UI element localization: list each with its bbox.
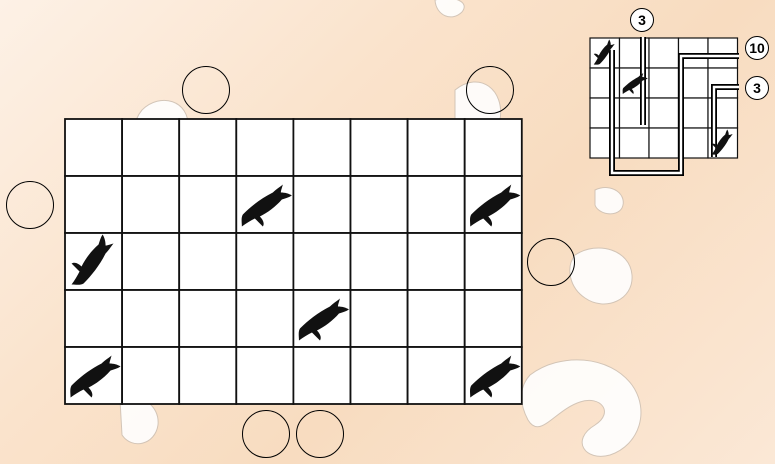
puzzle-grid[interactable] (64, 118, 524, 408)
grid-cell-r1-c1[interactable] (122, 176, 179, 233)
grid-cell-r0-c2[interactable] (179, 119, 236, 176)
grid-cell-r1-c6[interactable] (408, 176, 465, 233)
example-clue-top: 3 (630, 8, 654, 32)
clue-right-row2[interactable] (527, 238, 575, 286)
grid-cell-r2-c7[interactable] (465, 233, 522, 290)
example-cell-r3-c2 (649, 128, 679, 158)
grid-cell-r3-c6[interactable] (408, 290, 465, 347)
grid-cell-r0-c0[interactable] (65, 119, 122, 176)
clue-bottom-col3[interactable] (242, 410, 290, 458)
grid-cell-r4-c5[interactable] (351, 347, 408, 404)
example-grid (589, 37, 739, 197)
grid-cell-r0-c4[interactable] (293, 119, 350, 176)
grid-cell-r3-c0[interactable] (65, 290, 122, 347)
grid-cell-r1-c4[interactable] (293, 176, 350, 233)
grid-cell-r0-c5[interactable] (351, 119, 408, 176)
example-cell-r0-c2 (649, 38, 679, 68)
clue-top-col7[interactable] (466, 66, 514, 114)
grid-cell-r2-c1[interactable] (122, 233, 179, 290)
grid-cell-r0-c6[interactable] (408, 119, 465, 176)
grid-cell-r2-c4[interactable] (293, 233, 350, 290)
grid-cell-r0-c7[interactable] (465, 119, 522, 176)
grid-cell-r0-c1[interactable] (122, 119, 179, 176)
example-cell-r1-c0 (590, 68, 620, 98)
grid-cell-r3-c5[interactable] (351, 290, 408, 347)
example-cell-r2-c0 (590, 98, 620, 128)
grid-cell-r4-c3[interactable] (236, 347, 293, 404)
example-clue-right-row0: 10 (745, 36, 769, 60)
grid-cell-r3-c3[interactable] (236, 290, 293, 347)
example-clue-right-row1: 3 (745, 76, 769, 100)
grid-cell-r1-c0[interactable] (65, 176, 122, 233)
example-cell-r1-c2 (649, 68, 679, 98)
grid-cell-r3-c2[interactable] (179, 290, 236, 347)
grid-cell-r2-c2[interactable] (179, 233, 236, 290)
grid-cell-r2-c3[interactable] (236, 233, 293, 290)
grid-cell-r2-c5[interactable] (351, 233, 408, 290)
grid-cell-r4-c6[interactable] (408, 347, 465, 404)
grid-cell-r4-c1[interactable] (122, 347, 179, 404)
example-cell-r3-c0 (590, 128, 620, 158)
grid-cell-r4-c2[interactable] (179, 347, 236, 404)
clue-top-col2[interactable] (182, 66, 230, 114)
example-cell-r2-c2 (649, 98, 679, 128)
grid-cell-r1-c5[interactable] (351, 176, 408, 233)
grid-cell-r0-c3[interactable] (236, 119, 293, 176)
clue-bottom-col4[interactable] (296, 410, 344, 458)
grid-cell-r1-c2[interactable] (179, 176, 236, 233)
grid-cell-r3-c1[interactable] (122, 290, 179, 347)
clue-left-row1[interactable] (6, 181, 54, 229)
grid-cell-r4-c4[interactable] (293, 347, 350, 404)
example-cell-r3-c1 (620, 128, 650, 158)
grid-cell-r3-c7[interactable] (465, 290, 522, 347)
grid-cell-r2-c6[interactable] (408, 233, 465, 290)
